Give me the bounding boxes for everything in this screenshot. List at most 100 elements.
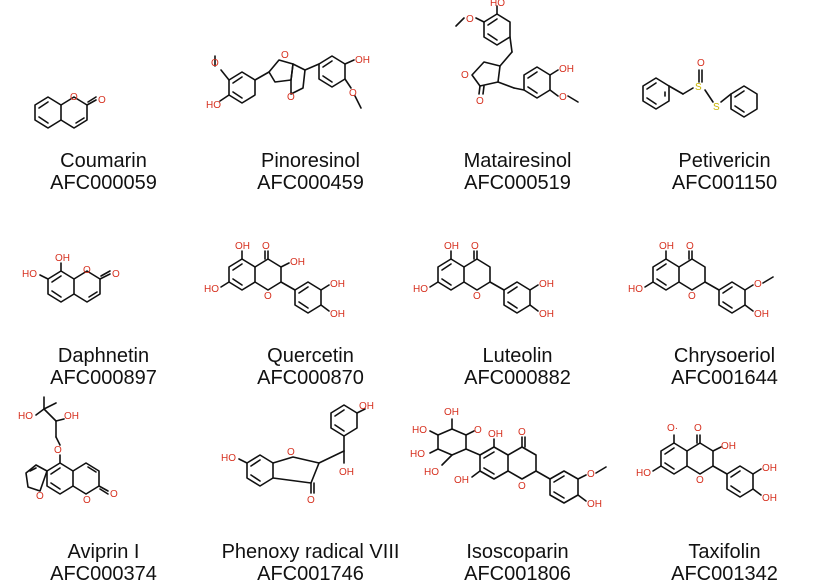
bond bbox=[762, 276, 774, 284]
structure-diagram: O HO O O OH O bbox=[206, 0, 414, 135]
bond bbox=[646, 82, 657, 90]
atom-label: S bbox=[695, 82, 702, 93]
phenoxy-radical-viii-structure: OH HO O OH O bbox=[221, 401, 374, 506]
atom-label: O bbox=[518, 481, 526, 492]
quercetin-structure: OH O OH HO O OH OH bbox=[204, 241, 345, 320]
bond bbox=[722, 286, 733, 294]
bond bbox=[39, 274, 49, 280]
bond bbox=[99, 273, 111, 280]
bond bbox=[678, 258, 706, 291]
matairesinol-structure: HO O OH O O O bbox=[455, 0, 579, 107]
bond bbox=[656, 278, 667, 286]
compound-code: AFC000882 bbox=[464, 367, 571, 389]
bond bbox=[441, 454, 453, 466]
compound-name: Daphnetin bbox=[57, 345, 150, 367]
bond bbox=[55, 436, 61, 446]
bond bbox=[664, 462, 675, 470]
bond bbox=[529, 304, 539, 312]
bond bbox=[712, 446, 722, 452]
atom-label: OH bbox=[330, 279, 345, 290]
bond bbox=[298, 286, 309, 294]
atom-label: OH bbox=[539, 279, 554, 290]
atom-label: O bbox=[98, 95, 106, 106]
compound-code: AFC000059 bbox=[50, 172, 157, 194]
bond bbox=[455, 17, 465, 27]
bond bbox=[513, 87, 525, 91]
atom-label: S bbox=[713, 102, 720, 113]
atom-label: OH bbox=[488, 429, 503, 440]
compound-code: AFC000870 bbox=[257, 367, 364, 389]
bond bbox=[100, 270, 111, 277]
bond bbox=[50, 482, 61, 490]
atom-label: OH bbox=[330, 309, 345, 320]
atom-label: O bbox=[754, 279, 762, 290]
bond bbox=[38, 101, 49, 109]
structure-diagram: HO OH O O O O bbox=[0, 391, 207, 526]
compound-card: OH O OH HO O OH OH Quercetin AFC000870 bbox=[204, 195, 414, 390]
atom-label: OH bbox=[587, 499, 602, 510]
bond bbox=[471, 61, 501, 87]
bond bbox=[87, 96, 97, 103]
atom-label: O bbox=[110, 489, 118, 500]
atom-label: O bbox=[36, 491, 44, 502]
compound-card: OH O HO O OH OH Luteolin AFC000882 bbox=[413, 195, 621, 390]
atom-label: O bbox=[461, 70, 469, 81]
compound-name: Matairesinol bbox=[463, 150, 572, 172]
atom-label: O bbox=[587, 469, 595, 480]
bond bbox=[682, 87, 694, 95]
atom-label: O bbox=[686, 241, 694, 252]
structure-diagram: OH O HO O OH OH bbox=[413, 195, 621, 330]
bond bbox=[509, 36, 513, 53]
bond bbox=[356, 408, 366, 414]
bond bbox=[642, 77, 670, 110]
bond bbox=[656, 263, 667, 271]
compound-code: AFC001806 bbox=[464, 563, 571, 585]
bond bbox=[254, 258, 282, 291]
chrysoeriol-structure: OH O HO O O OH bbox=[628, 241, 774, 320]
bond bbox=[280, 281, 296, 291]
compound-card: OH HO O O Daphnetin AFC000897 bbox=[0, 195, 207, 390]
compound-card: OH HO HO O OH O HO OH O O OH Isoscoparin… bbox=[410, 391, 621, 586]
bond bbox=[527, 86, 538, 94]
bond bbox=[73, 270, 101, 303]
bond bbox=[232, 278, 243, 286]
bond bbox=[322, 60, 333, 68]
compound-card: OH HO O OH O Phenoxy radical VIII AFC001… bbox=[207, 391, 414, 586]
bond bbox=[487, 33, 498, 41]
bond bbox=[752, 468, 762, 475]
bond bbox=[483, 467, 495, 475]
bond bbox=[318, 450, 345, 464]
bond bbox=[219, 94, 230, 102]
bond bbox=[38, 116, 49, 124]
compound-card: HO O OH O O O Matairesinol AFC000519 bbox=[414, 0, 621, 195]
bond bbox=[499, 51, 513, 67]
atom-label: O bbox=[471, 241, 479, 252]
atom-label: HO bbox=[424, 467, 439, 478]
compound-code: AFC001342 bbox=[671, 563, 778, 585]
bond bbox=[465, 430, 475, 436]
bond bbox=[429, 448, 439, 454]
compound-name: Pinoresinol bbox=[261, 150, 360, 172]
bond bbox=[646, 97, 657, 105]
atom-label: O bbox=[559, 92, 567, 103]
atom-label: HO bbox=[206, 100, 221, 111]
structure-diagram: O O bbox=[0, 0, 207, 135]
bond bbox=[437, 428, 467, 456]
atom-label: HO bbox=[18, 411, 33, 422]
atom-label: O bbox=[112, 269, 120, 280]
atom-label: HO bbox=[413, 284, 428, 295]
structure-diagram: O· O OH HO O OH OH bbox=[621, 391, 828, 526]
bond bbox=[482, 85, 485, 95]
bond bbox=[344, 78, 352, 89]
bond bbox=[652, 465, 662, 472]
bond bbox=[475, 17, 485, 23]
compound-code: AFC001746 bbox=[257, 563, 364, 585]
bond bbox=[250, 459, 261, 467]
bond bbox=[507, 446, 537, 480]
bond bbox=[471, 470, 481, 478]
bond bbox=[51, 290, 62, 298]
compound-name: Coumarin bbox=[60, 150, 147, 172]
bond bbox=[734, 105, 745, 113]
bond bbox=[238, 458, 248, 464]
